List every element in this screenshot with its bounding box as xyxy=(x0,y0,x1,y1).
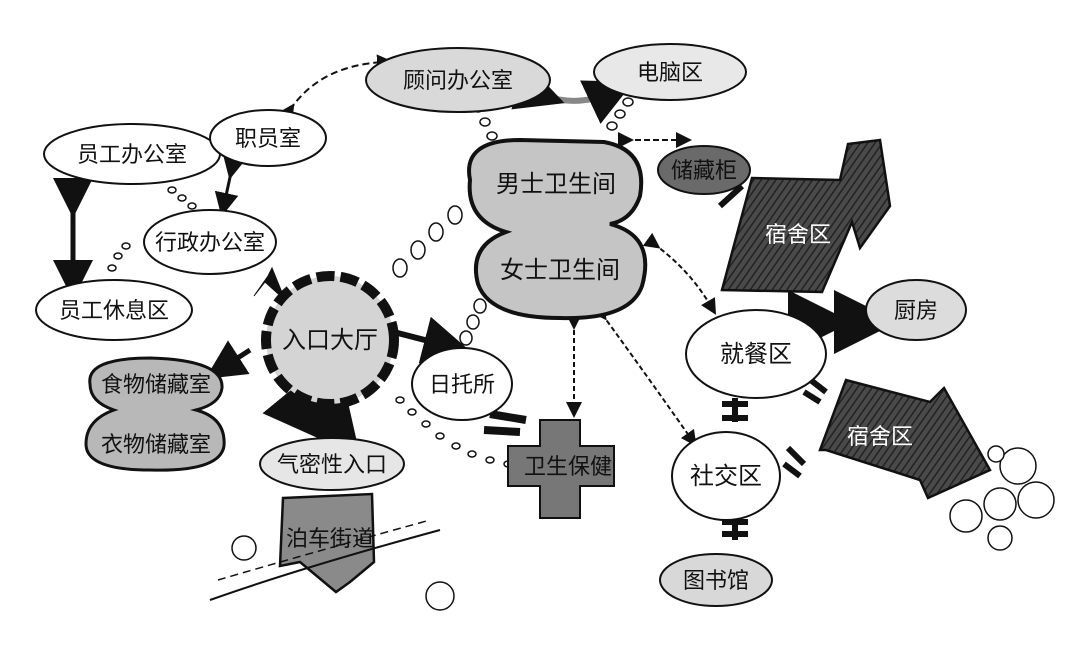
staff-lounge-label: 员工休息区 xyxy=(59,299,169,324)
staff-office-label: 员工办公室 xyxy=(77,143,187,168)
computer-area-label: 电脑区 xyxy=(637,61,703,86)
airlock-entrance-bubble xyxy=(259,437,405,491)
dashed-arrows xyxy=(278,54,898,447)
decorative-bushes xyxy=(231,445,1055,611)
consultant-office-bubble xyxy=(365,47,551,113)
dining-label: 就餐区 xyxy=(720,340,792,368)
admin-office-label: 行政办公室 xyxy=(155,231,265,256)
clerk-room-bubble xyxy=(209,109,327,167)
health-care-label: 卫生保健 xyxy=(524,455,612,480)
dormitory-arrow-bottom xyxy=(818,378,992,500)
dormitory-bottom-label: 宿舍区 xyxy=(847,425,913,450)
entrance-hall-bubble xyxy=(261,271,399,409)
library-label: 图书馆 xyxy=(683,569,749,594)
kitchen-bubble xyxy=(865,279,967,341)
mens-restroom-label: 男士卫生间 xyxy=(496,170,616,198)
dormitory-arrow-top xyxy=(720,138,892,294)
womens-restroom-label: 女士卫生间 xyxy=(500,256,620,284)
admin-office-bubble xyxy=(143,209,277,275)
storage-cabinet-bubble xyxy=(657,145,751,195)
kitchen-label: 厨房 xyxy=(894,299,938,324)
staff-lounge-bubble xyxy=(35,279,193,341)
parking-street-arrow xyxy=(209,492,441,601)
labels: 顾问办公室 电脑区 员工办公室 职员室 行政办公室 员工休息区 男士卫生间 女士… xyxy=(59,61,938,594)
consultant-office-label: 顾问办公室 xyxy=(403,69,513,94)
social-area-bubble xyxy=(671,431,781,521)
computer-area-bubble xyxy=(593,43,747,101)
clothing-storage-label: 衣物储藏室 xyxy=(101,433,211,458)
daycare-bubble xyxy=(411,347,513,421)
airlock-entrance-label: 气密性入口 xyxy=(277,453,387,478)
health-care-cross xyxy=(507,419,615,519)
entrance-hall-label: 入口大厅 xyxy=(282,326,378,354)
restroom-bubble xyxy=(467,137,648,321)
storage-rooms-bubble xyxy=(84,356,226,472)
library-bubble xyxy=(659,553,773,607)
storage-cabinet-label: 储藏柜 xyxy=(671,159,737,184)
clerk-room-label: 职员室 xyxy=(235,127,301,152)
food-storage-label: 食物储藏室 xyxy=(101,373,211,398)
dormitory-top-label: 宿舍区 xyxy=(765,223,831,248)
daycare-label: 日托所 xyxy=(429,373,495,398)
dining-bubble xyxy=(685,309,827,399)
parking-street-label: 泊车街道 xyxy=(286,527,374,552)
social-area-label: 社交区 xyxy=(690,462,762,490)
